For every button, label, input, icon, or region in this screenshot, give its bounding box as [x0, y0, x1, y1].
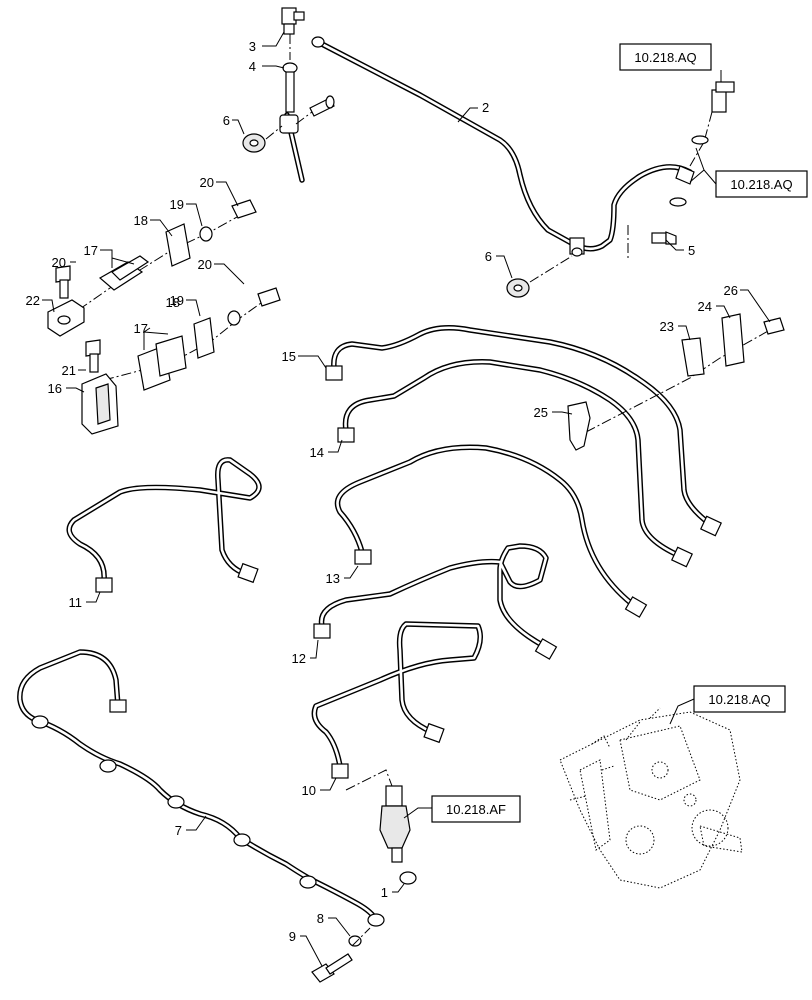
callout-7: 7 [175, 823, 182, 838]
bracket-assembly-right [567, 313, 785, 451]
banjo-bolt-right [711, 81, 735, 113]
reference-label: 10.218.AQ [730, 177, 792, 192]
bolt-21 [85, 339, 101, 373]
injection-line-14 [337, 359, 694, 568]
leak-off-line-7 [17, 649, 385, 927]
washer-19-lower [227, 310, 241, 326]
washer-8 [348, 935, 362, 947]
bracket-22 [47, 299, 85, 337]
callout-5: 5 [688, 243, 695, 258]
return-line-nut-left [311, 36, 325, 48]
injector-1 [379, 785, 417, 885]
callout-20-lower: 20 [198, 257, 212, 272]
bracket-16 [81, 373, 119, 435]
reference-label: 10.218.AF [446, 802, 506, 817]
clamp-17-upper [98, 255, 150, 291]
plate-18-upper [165, 223, 191, 267]
injection-line-15 [325, 325, 723, 537]
upper-clamp-assembly [47, 199, 257, 337]
sealing-washer-right-lower [669, 197, 687, 207]
bolt-5 [651, 231, 677, 245]
callout-8: 8 [317, 911, 324, 926]
lower-clamp-assembly [81, 287, 281, 435]
callout-24: 24 [698, 299, 712, 314]
bolt-26 [763, 317, 785, 335]
callout-11: 11 [69, 595, 83, 610]
callout-19-upper: 19 [170, 197, 184, 212]
callout-26: 26 [724, 283, 738, 298]
callout-19-lower: 19 [170, 293, 184, 308]
callout-23: 23 [660, 319, 674, 334]
callout-1: 1 [381, 885, 388, 900]
callout-16: 16 [48, 381, 62, 396]
callout-9: 9 [289, 929, 296, 944]
callout-20-left: 20 [52, 255, 66, 270]
injection-line-10 [311, 621, 483, 779]
callout-3: 3 [249, 39, 256, 54]
banjo-hose-4 [279, 62, 305, 183]
clamp-23 [681, 337, 705, 377]
callout-22: 22 [26, 293, 40, 308]
callout-25: 25 [534, 405, 548, 420]
reference-label: 10.218.AQ [708, 692, 770, 707]
washer-6-upper [242, 133, 266, 153]
return-line-end-fitting [675, 165, 695, 185]
return-line-bracket [569, 237, 585, 257]
callout-14: 14 [310, 445, 324, 460]
sealing-washer-right-upper [691, 135, 709, 145]
bolt-9 [311, 953, 353, 983]
callout-13: 13 [326, 571, 340, 586]
bolt-20-left [55, 265, 71, 299]
leader-lines [42, 31, 771, 967]
callout-21: 21 [62, 363, 76, 378]
reference-box-top[interactable]: 10.218.AQ [619, 43, 712, 71]
callout-18-lower: 18 [166, 295, 180, 310]
callout-6-lower: 6 [485, 249, 492, 264]
callout-10: 10 [302, 783, 316, 798]
callout-15: 15 [282, 349, 296, 364]
callout-20-upper: 20 [200, 175, 214, 190]
injection-line-13 [334, 444, 648, 618]
washer-19-upper [199, 226, 213, 242]
return-line-assembly [242, 7, 735, 298]
clamp-17-lower [137, 335, 187, 391]
bolt-20-upper [231, 199, 257, 219]
seal-washer-1 [399, 871, 417, 885]
injection-line-11 [66, 457, 262, 593]
reference-label: 10.218.AQ [634, 50, 696, 65]
return-line-2 [315, 39, 693, 252]
callout-6-upper: 6 [223, 113, 230, 128]
banjo-bolt-upper [309, 95, 335, 117]
bolt-20-lower [257, 287, 281, 307]
callout-4: 4 [249, 59, 256, 74]
washer-6-lower [506, 278, 530, 298]
reference-box-injector[interactable]: 10.218.AF [431, 795, 521, 823]
callout-labels: 3 4 6 2 5 6 20 19 18 17 20 22 20 19 18 1… [26, 39, 738, 944]
callout-12: 12 [292, 651, 306, 666]
callout-17-upper: 17 [84, 243, 98, 258]
reference-box-right[interactable]: 10.218.AQ [715, 170, 808, 198]
callout-18-upper: 18 [134, 213, 148, 228]
plate-24 [721, 313, 745, 367]
injection-pump [559, 707, 743, 889]
callout-17-lower: 17 [134, 321, 148, 336]
reference-box-pump[interactable]: 10.218.AQ [693, 685, 786, 713]
clamp-25 [567, 401, 591, 451]
tee-fitting-3 [281, 7, 305, 35]
callout-2: 2 [482, 100, 489, 115]
injection-line-12 [313, 543, 558, 660]
plate-18-lower [193, 317, 215, 359]
